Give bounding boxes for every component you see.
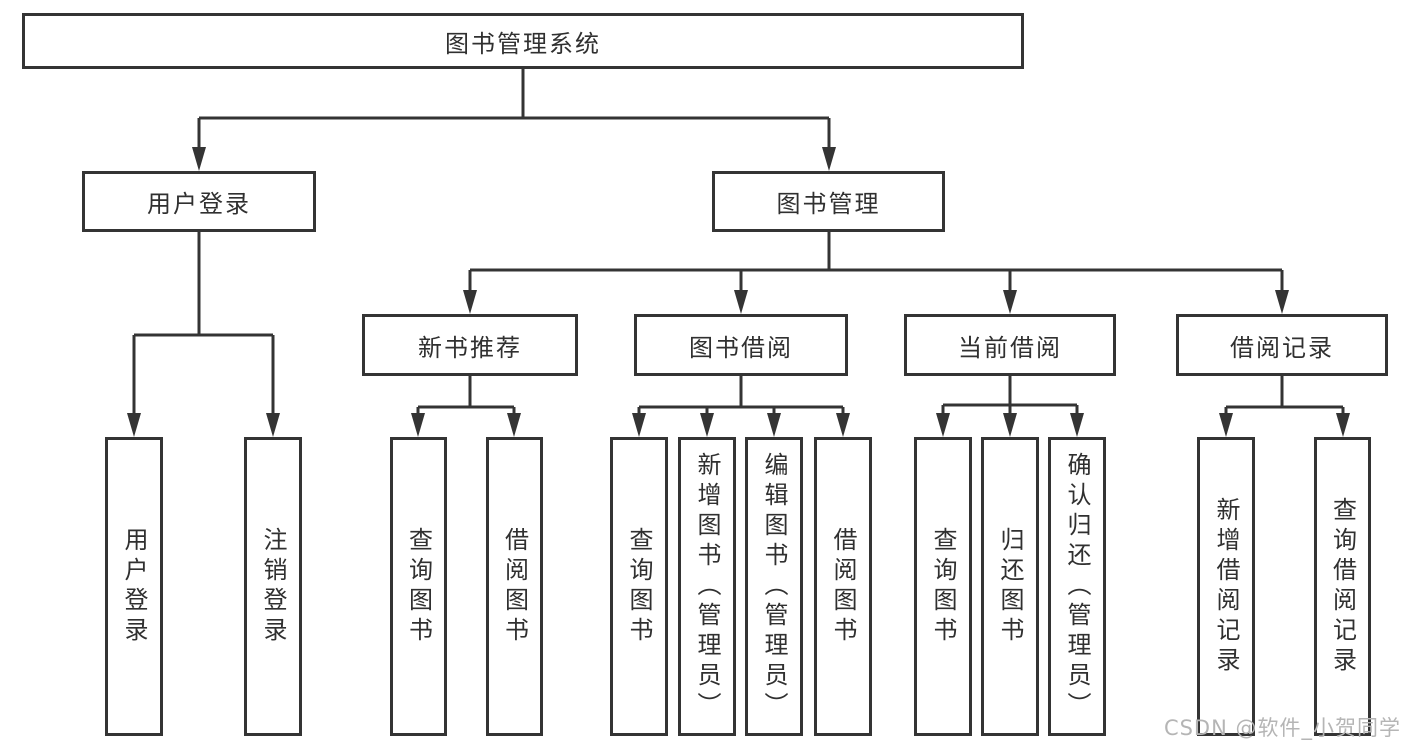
node-book-management: 图书管理 bbox=[712, 171, 945, 232]
node-new-book-recommend: 新书推荐 bbox=[362, 314, 578, 376]
node-user-login: 用户登录 bbox=[82, 171, 316, 232]
leaf-borrow-books: 借阅图书 bbox=[814, 437, 872, 736]
leaf-add-books-admin: 新增图书（管理员） bbox=[678, 437, 736, 736]
leaf-user-login: 用户登录 bbox=[105, 437, 163, 736]
node-library-management-system: 图书管理系统 bbox=[22, 13, 1024, 69]
leaf-query-books: 查询图书 bbox=[914, 437, 972, 736]
leaf-borrow-books: 借阅图书 bbox=[486, 437, 543, 736]
leaf-query-borrow-record: 查询借阅记录 bbox=[1314, 437, 1371, 736]
node-book-borrow: 图书借阅 bbox=[634, 314, 848, 376]
leaf-query-books: 查询图书 bbox=[610, 437, 668, 736]
node-current-borrow: 当前借阅 bbox=[904, 314, 1116, 376]
leaf-edit-books-admin: 编辑图书（管理员） bbox=[745, 437, 803, 736]
leaf-add-borrow-record: 新增借阅记录 bbox=[1197, 437, 1255, 736]
node-borrow-record: 借阅记录 bbox=[1176, 314, 1388, 376]
leaf-query-books: 查询图书 bbox=[390, 437, 447, 736]
leaf-confirm-return-admin: 确认归还（管理员） bbox=[1048, 437, 1106, 736]
leaf-logout: 注销登录 bbox=[244, 437, 302, 736]
csdn-watermark: CSDN @软件_小贺同学 bbox=[1163, 716, 1401, 740]
leaf-return-books: 归还图书 bbox=[981, 437, 1039, 736]
